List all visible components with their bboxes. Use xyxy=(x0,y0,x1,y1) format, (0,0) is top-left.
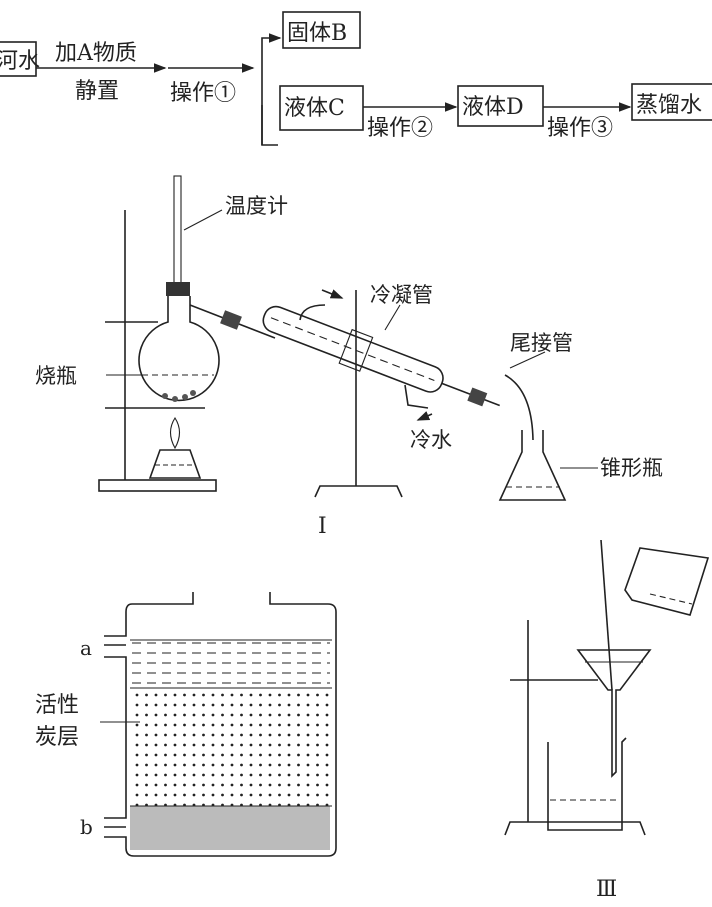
condenser-leader xyxy=(384,304,401,331)
carbon-layer xyxy=(130,688,330,806)
label-op1: 操作① xyxy=(170,81,236,106)
stand-base-1 xyxy=(98,479,217,492)
erlenmeyer-flask xyxy=(498,430,567,501)
boiling-chips xyxy=(162,390,196,402)
stopper xyxy=(166,282,190,296)
label-numeral-1: Ⅰ xyxy=(318,514,327,539)
label-settle: 静置 xyxy=(75,79,119,104)
label-carbon-1: 活性 xyxy=(35,693,79,718)
label-inlet-b: b xyxy=(80,815,93,839)
branch-up xyxy=(261,33,282,145)
funnel xyxy=(576,649,652,778)
flowchart: 河水 加A物质 静置 操作① 固体B 液体C 操作② 液体D 操作③ 蒸馏水 xyxy=(0,11,712,146)
water-in-arrow xyxy=(416,411,433,421)
carbon-filter-apparatus: a b 活性 炭层 xyxy=(35,592,337,857)
label-distilled-water: 蒸馏水 xyxy=(636,93,702,118)
gravel-layer xyxy=(130,806,330,850)
condenser-clamp xyxy=(338,328,374,372)
label-river-water: 河水 xyxy=(0,49,40,74)
label-erlenmeyer: 锥形瓶 xyxy=(600,456,663,480)
water-inlet xyxy=(404,384,429,409)
distillation-apparatus: 温度计 烧瓶 冷凝管 冷水 xyxy=(35,175,663,539)
box-distilled-water xyxy=(631,83,712,121)
thermometer xyxy=(173,175,182,287)
label-op2: 操作② xyxy=(367,116,433,141)
filtration-apparatus: Ⅲ xyxy=(504,539,710,902)
water-layer xyxy=(130,640,330,690)
label-thermometer: 温度计 xyxy=(225,194,288,218)
branch-down xyxy=(261,105,278,146)
stand-base-2 xyxy=(314,485,403,498)
label-op3: 操作③ xyxy=(547,116,613,141)
water-dashes xyxy=(132,642,330,684)
label-liquid-c: 液体C xyxy=(284,96,345,121)
pouring-beaker xyxy=(624,547,710,616)
label-liquid-d: 液体D xyxy=(462,95,524,120)
alcohol-lamp xyxy=(148,449,202,479)
thermometer-leader xyxy=(183,209,223,231)
pouring-liquid xyxy=(649,593,693,605)
water-out-arrow xyxy=(321,289,344,299)
box-liquid-c xyxy=(279,85,364,131)
label-condenser: 冷凝管 xyxy=(370,283,433,307)
box-river-water xyxy=(0,41,37,77)
label-adapter: 尾接管 xyxy=(510,331,573,355)
label-solid-b: 固体B xyxy=(287,21,347,46)
label-add-a: 加A物质 xyxy=(55,41,137,66)
receiving-beaker xyxy=(547,737,627,831)
label-inlet-a: a xyxy=(80,636,92,660)
label-cold-water: 冷水 xyxy=(410,428,452,452)
connector-2 xyxy=(467,387,488,407)
label-flask: 烧瓶 xyxy=(35,364,77,388)
label-numeral-3: Ⅲ xyxy=(596,877,617,902)
water-outlet xyxy=(299,304,326,321)
adapter-leader xyxy=(509,351,546,369)
flame xyxy=(169,416,181,450)
container-wall xyxy=(104,592,337,857)
connector-1 xyxy=(220,310,242,330)
box-liquid-d xyxy=(457,85,544,127)
stand-base-3 xyxy=(504,821,646,836)
condenser-water xyxy=(270,317,435,381)
glass-rod xyxy=(600,539,613,691)
label-carbon-2: 炭层 xyxy=(35,725,79,750)
adapter-tube xyxy=(504,374,534,441)
condenser xyxy=(262,305,444,393)
box-solid-b xyxy=(282,11,361,49)
round-flask xyxy=(138,296,220,402)
